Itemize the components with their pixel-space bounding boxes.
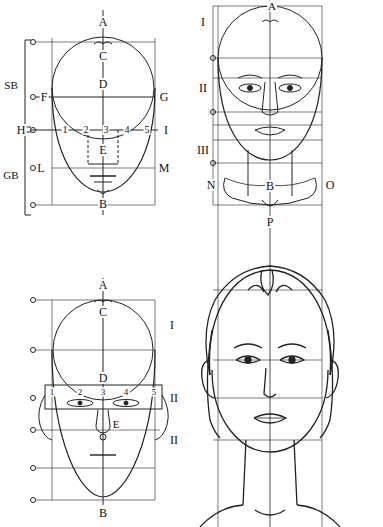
point-label: B (265, 180, 275, 192)
section-label: GB (2, 170, 19, 181)
point-label: II (198, 82, 208, 94)
point-label: 1 (62, 125, 69, 135)
point-label: P (266, 216, 275, 228)
point-label: M (158, 162, 171, 174)
head-scheme (211, 0, 323, 527)
point-label: A (267, 1, 277, 12)
point-label: N (206, 179, 217, 191)
point-label: III (196, 144, 210, 156)
point-label: H (16, 124, 27, 136)
face-scheme (31, 278, 169, 505)
point-label: E (112, 419, 121, 430)
point-label: 2 (83, 125, 90, 135)
point-label: 1 (49, 388, 56, 397)
point-label: I (200, 16, 206, 28)
point-label: A (98, 16, 109, 28)
front-scheme (25, 10, 158, 215)
point-label: II (169, 434, 179, 446)
point-label: I (169, 319, 175, 331)
point-label: B (98, 198, 108, 210)
point-label: II (169, 392, 179, 404)
point-label: C (98, 50, 108, 62)
point-label: 3 (103, 125, 110, 135)
point-label: 3 (100, 388, 107, 397)
point-label: I (163, 124, 169, 136)
point-label: 4 (123, 388, 130, 397)
point-label: D (98, 78, 109, 90)
point-label: 5 (151, 388, 158, 397)
point-label: F (40, 91, 49, 103)
point-label: D (98, 372, 109, 384)
point-label: L (36, 162, 45, 174)
point-label: A (98, 279, 109, 291)
point-label: G (159, 91, 170, 103)
point-label: B (98, 507, 108, 519)
point-label: 5 (144, 125, 151, 135)
point-label: 4 (124, 125, 131, 135)
point-label: 2 (77, 388, 84, 397)
point-label: E (98, 144, 107, 156)
point-label: O (325, 179, 336, 191)
point-label: C (98, 306, 108, 318)
face-drawing (200, 266, 340, 527)
section-label: SB (3, 80, 18, 91)
